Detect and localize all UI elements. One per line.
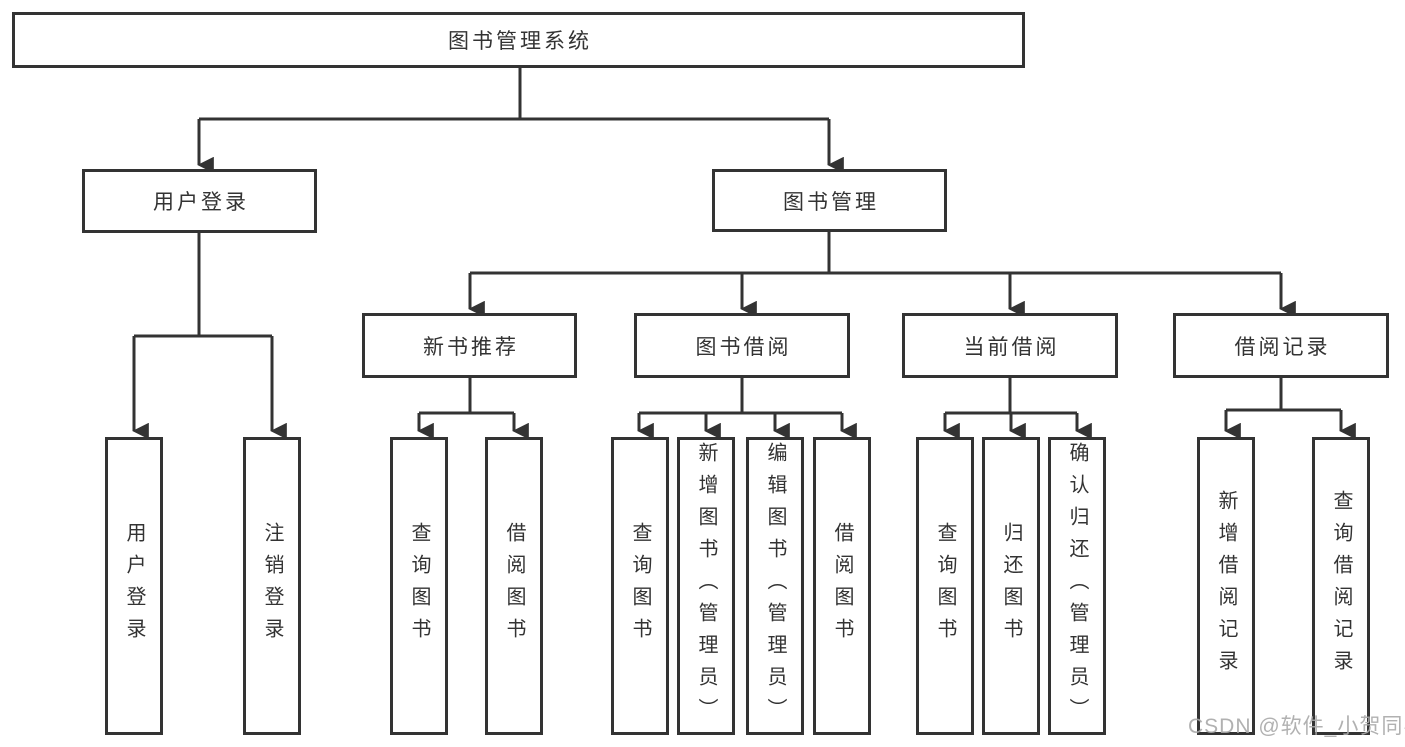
node-current-borrow-label: 当前借阅 — [963, 335, 1060, 359]
leaf-edit-book-admin: 编辑图书（管理员） — [746, 437, 804, 735]
leaf-add-borrow-record-label: 新增借阅记录 — [1215, 490, 1237, 682]
node-user-login-label: 用户登录 — [153, 191, 249, 214]
leaf-add-borrow-record: 新增借阅记录 — [1197, 437, 1255, 735]
leaf-borrow-books-label: 借阅图书 — [831, 522, 853, 650]
node-user-login: 用户登录 — [82, 169, 317, 233]
leaf-query-books-current-label: 查询图书 — [934, 522, 956, 650]
node-book-management: 图书管理 — [712, 169, 947, 232]
leaf-borrow-books: 借阅图书 — [813, 437, 871, 735]
node-current-borrow: 当前借阅 — [902, 313, 1118, 378]
leaf-return-books-label: 归还图书 — [1000, 522, 1022, 650]
leaf-query-borrow-record-label: 查询借阅记录 — [1330, 490, 1352, 682]
leaf-add-book-admin: 新增图书（管理员） — [677, 437, 735, 735]
leaf-confirm-return-admin: 确认归还（管理员） — [1048, 437, 1106, 735]
leaf-query-books-borrow-label: 查询图书 — [629, 522, 651, 650]
leaf-confirm-return-admin-label: 确认归还（管理员） — [1066, 442, 1088, 730]
leaf-query-borrow-record: 查询借阅记录 — [1312, 437, 1370, 735]
leaf-borrow-books-recommend-label: 借阅图书 — [503, 522, 525, 650]
leaf-query-books-recommend: 查询图书 — [390, 437, 448, 735]
leaf-logout: 注销登录 — [243, 437, 301, 735]
node-root-system: 图书管理系统 — [12, 12, 1025, 68]
leaf-add-book-admin-label: 新增图书（管理员） — [695, 442, 717, 730]
csdn-watermark: CSDN @软件_小贺同学 — [1188, 715, 1405, 738]
node-borrow-records-label: 借阅记录 — [1234, 335, 1331, 359]
node-new-book-recommend-label: 新书推荐 — [423, 335, 519, 359]
node-book-borrow: 图书借阅 — [634, 313, 850, 378]
node-borrow-records: 借阅记录 — [1173, 313, 1389, 378]
leaf-logout-label: 注销登录 — [261, 522, 283, 650]
node-book-borrow-label: 图书借阅 — [695, 335, 792, 359]
leaf-borrow-books-recommend: 借阅图书 — [485, 437, 543, 735]
leaf-user-login: 用户登录 — [105, 437, 163, 735]
node-book-management-label: 图书管理 — [783, 190, 879, 214]
leaf-user-login-label: 用户登录 — [123, 522, 145, 650]
leaf-query-books-recommend-label: 查询图书 — [408, 522, 430, 650]
node-root-label: 图书管理系统 — [448, 30, 592, 53]
leaf-query-books-borrow: 查询图书 — [611, 437, 669, 735]
node-new-book-recommend: 新书推荐 — [362, 313, 577, 378]
leaf-edit-book-admin-label: 编辑图书（管理员） — [764, 442, 786, 730]
leaf-query-books-current: 查询图书 — [916, 437, 974, 735]
leaf-return-books: 归还图书 — [982, 437, 1040, 735]
